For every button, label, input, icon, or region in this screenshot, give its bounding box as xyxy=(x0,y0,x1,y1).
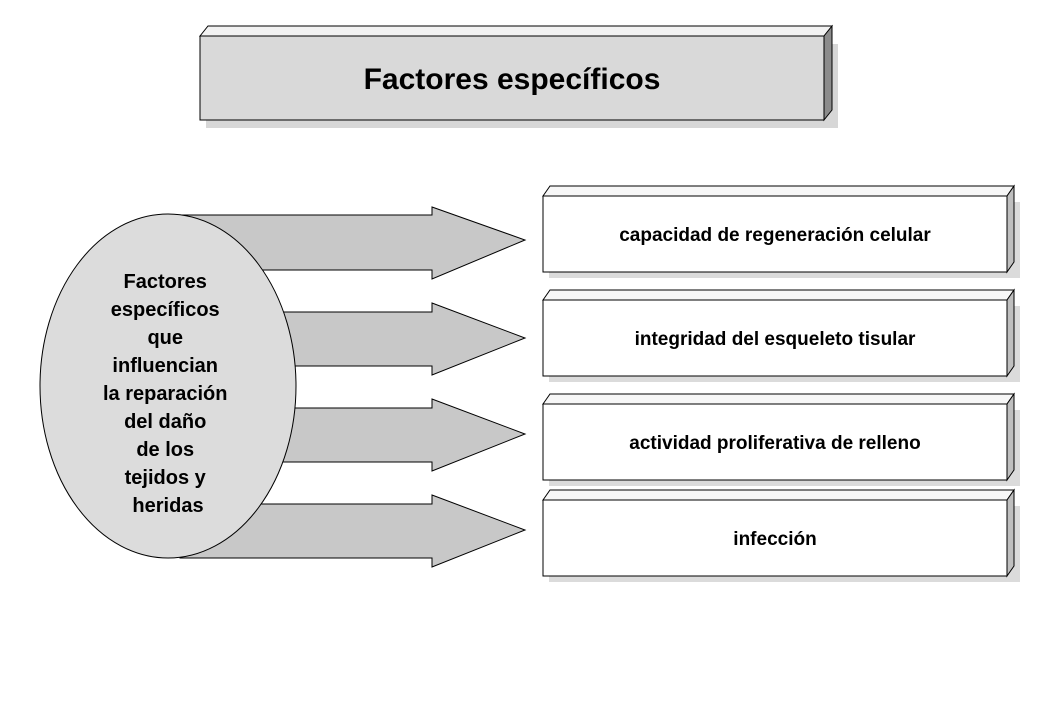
factor-label-3: actividad proliferativa de relleno xyxy=(629,433,920,454)
factor-box-3-side xyxy=(1006,392,1015,482)
factor-box-3: actividad proliferativa de relleno xyxy=(542,392,1020,486)
center-line-8: tejidos y xyxy=(125,467,207,489)
factor-box-4: infección xyxy=(542,488,1020,582)
center-line-5: la reparación xyxy=(103,383,228,405)
center-line-7: de los xyxy=(136,439,194,461)
center-line-1: Factores xyxy=(124,271,207,293)
title-box-side xyxy=(823,24,833,122)
factor-box-1: capacidad de regeneración celular xyxy=(542,184,1020,278)
factor-box-1-top xyxy=(542,185,1015,197)
arrow-4 xyxy=(179,494,527,568)
factor-label-4: infección xyxy=(733,529,816,550)
factor-box-1-face xyxy=(542,195,1008,273)
factor-label-2: integridad del esqueleto tisular xyxy=(635,329,916,350)
factor-box-4-top xyxy=(542,489,1015,501)
factor-box-3-face xyxy=(542,403,1008,481)
center-line-3: que xyxy=(147,327,183,349)
title-box-top xyxy=(198,25,834,37)
factor-box-2: integridad del esqueleto tisular xyxy=(542,288,1020,382)
center-ellipse-label: Factores específicos que influencian la … xyxy=(103,271,233,517)
center-ellipse-group: Factores específicos que influencian la … xyxy=(39,213,297,559)
center-line-6: del daño xyxy=(124,411,206,433)
center-line-4: influencian xyxy=(112,355,218,377)
factor-box-3-top xyxy=(542,393,1015,405)
factor-box-4-face xyxy=(542,499,1008,577)
factor-box-2-face xyxy=(542,299,1008,377)
title-box: Factores específicos xyxy=(198,24,838,128)
factor-label-1: capacidad de regeneración celular xyxy=(619,225,931,246)
page-title: Factores específicos xyxy=(364,63,661,96)
center-ellipse xyxy=(39,213,297,559)
center-line-9: heridas xyxy=(132,495,203,517)
factor-box-1-side xyxy=(1006,184,1015,274)
factor-box-2-top xyxy=(542,289,1015,301)
title-box-face xyxy=(199,35,825,121)
factor-box-2-side xyxy=(1006,288,1015,378)
factor-box-4-side xyxy=(1006,488,1015,578)
center-line-2: específicos xyxy=(111,299,220,321)
